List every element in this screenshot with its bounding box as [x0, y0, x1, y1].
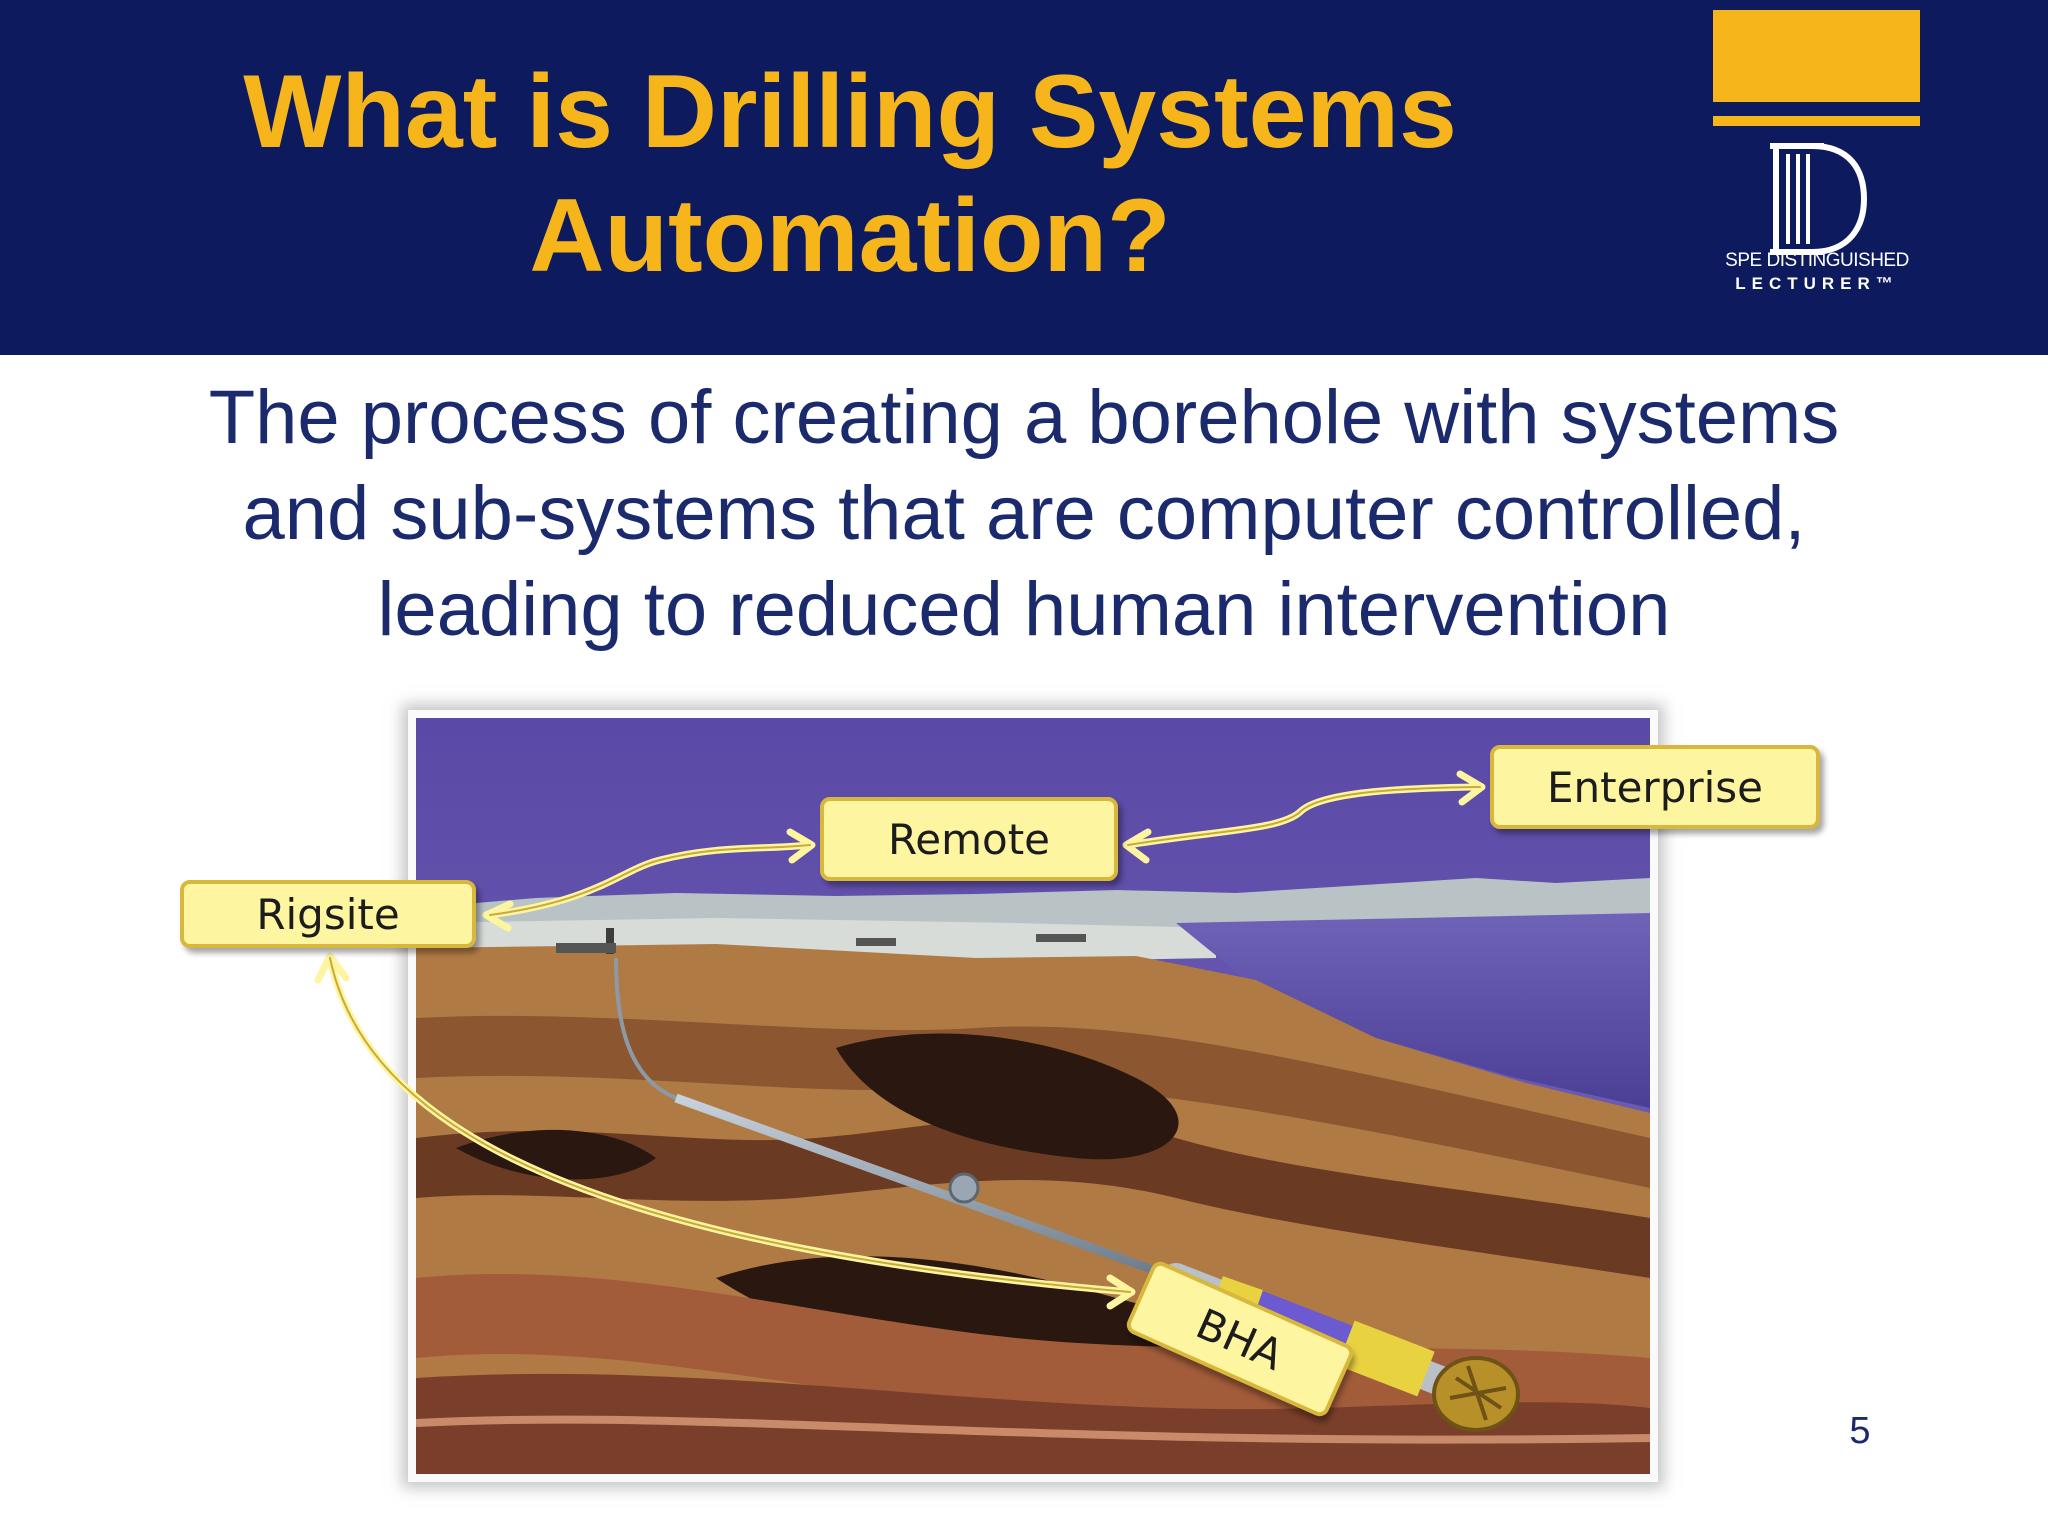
logo-yellow-bar [1713, 10, 1920, 102]
label-rigsite-text: Rigsite [256, 889, 400, 939]
label-rigsite: Rigsite [180, 880, 476, 948]
logo-yellow-line [1713, 116, 1920, 126]
slide-title-line2: Automation? [529, 178, 1171, 294]
definition-line2: and sub-systems that are computer contro… [242, 471, 1806, 556]
page-number: 5 [1849, 1410, 1871, 1452]
logo-text-lecturer: LECTURER™ [1735, 274, 1899, 293]
logo-text-distinguished: SPE DISTINGUISHED [1725, 250, 1909, 271]
slide-title: What is Drilling Systems Automation? [150, 50, 1550, 298]
definition-line3: leading to reduced human intervention [377, 567, 1671, 652]
spe-lecturer-logo: SPE DISTINGUISHED LECTURER™ [1700, 10, 1930, 310]
definition-line1: The process of creating a borehole with … [208, 375, 1840, 460]
label-remote-text: Remote [887, 814, 1051, 864]
label-enterprise: Enterprise [1490, 745, 1820, 829]
header-banner [0, 0, 2048, 355]
logo-d-icon [1770, 143, 1868, 255]
label-enterprise-text: Enterprise [1546, 762, 1764, 812]
definition-text: The process of creating a borehole with … [100, 370, 1948, 658]
label-remote: Remote [820, 797, 1118, 881]
slide-title-line1: What is Drilling Systems [243, 54, 1457, 170]
